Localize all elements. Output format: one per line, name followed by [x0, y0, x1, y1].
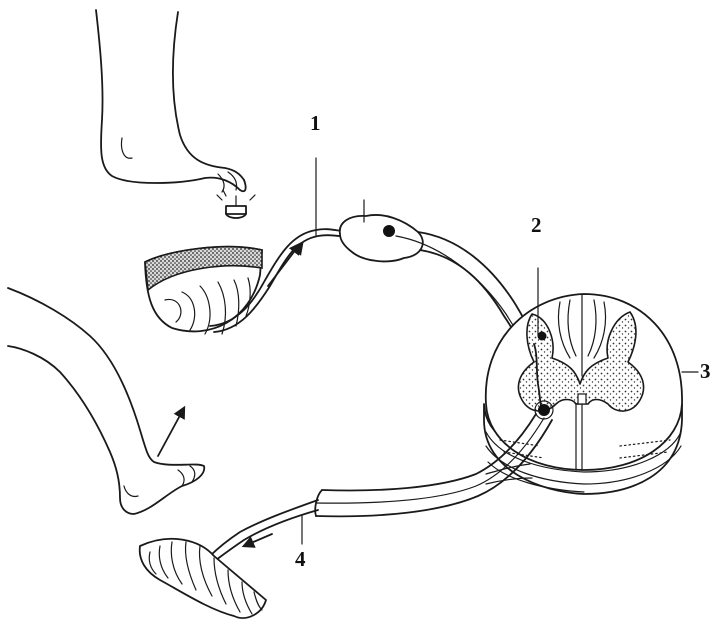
lower-ankle-bone [124, 486, 138, 497]
muscle [140, 539, 266, 618]
callout-3: 3 [700, 359, 711, 383]
callout-1: 1 [310, 111, 321, 135]
spinal-cord-segment [484, 294, 682, 494]
dorsal-synapse [538, 332, 547, 341]
ankle-bone [121, 138, 132, 158]
muscle-body [140, 539, 266, 618]
motor-cell-body [538, 404, 550, 416]
callout-2: 2 [531, 213, 542, 237]
upper-leg-front [173, 12, 244, 180]
upper-foot-outline [96, 10, 246, 191]
central-canal [578, 394, 586, 404]
skin-cross-section [145, 247, 262, 334]
dorsal-root-ganglion [340, 215, 423, 261]
callout-4: 4 [295, 547, 306, 571]
sensory-cell-body [383, 225, 395, 237]
tack-icon [217, 190, 255, 218]
toe-line [218, 174, 224, 192]
efferent-arrow [244, 534, 272, 546]
withdrawal-arrow [158, 408, 184, 456]
foot-stepping-on-tack [96, 10, 255, 218]
